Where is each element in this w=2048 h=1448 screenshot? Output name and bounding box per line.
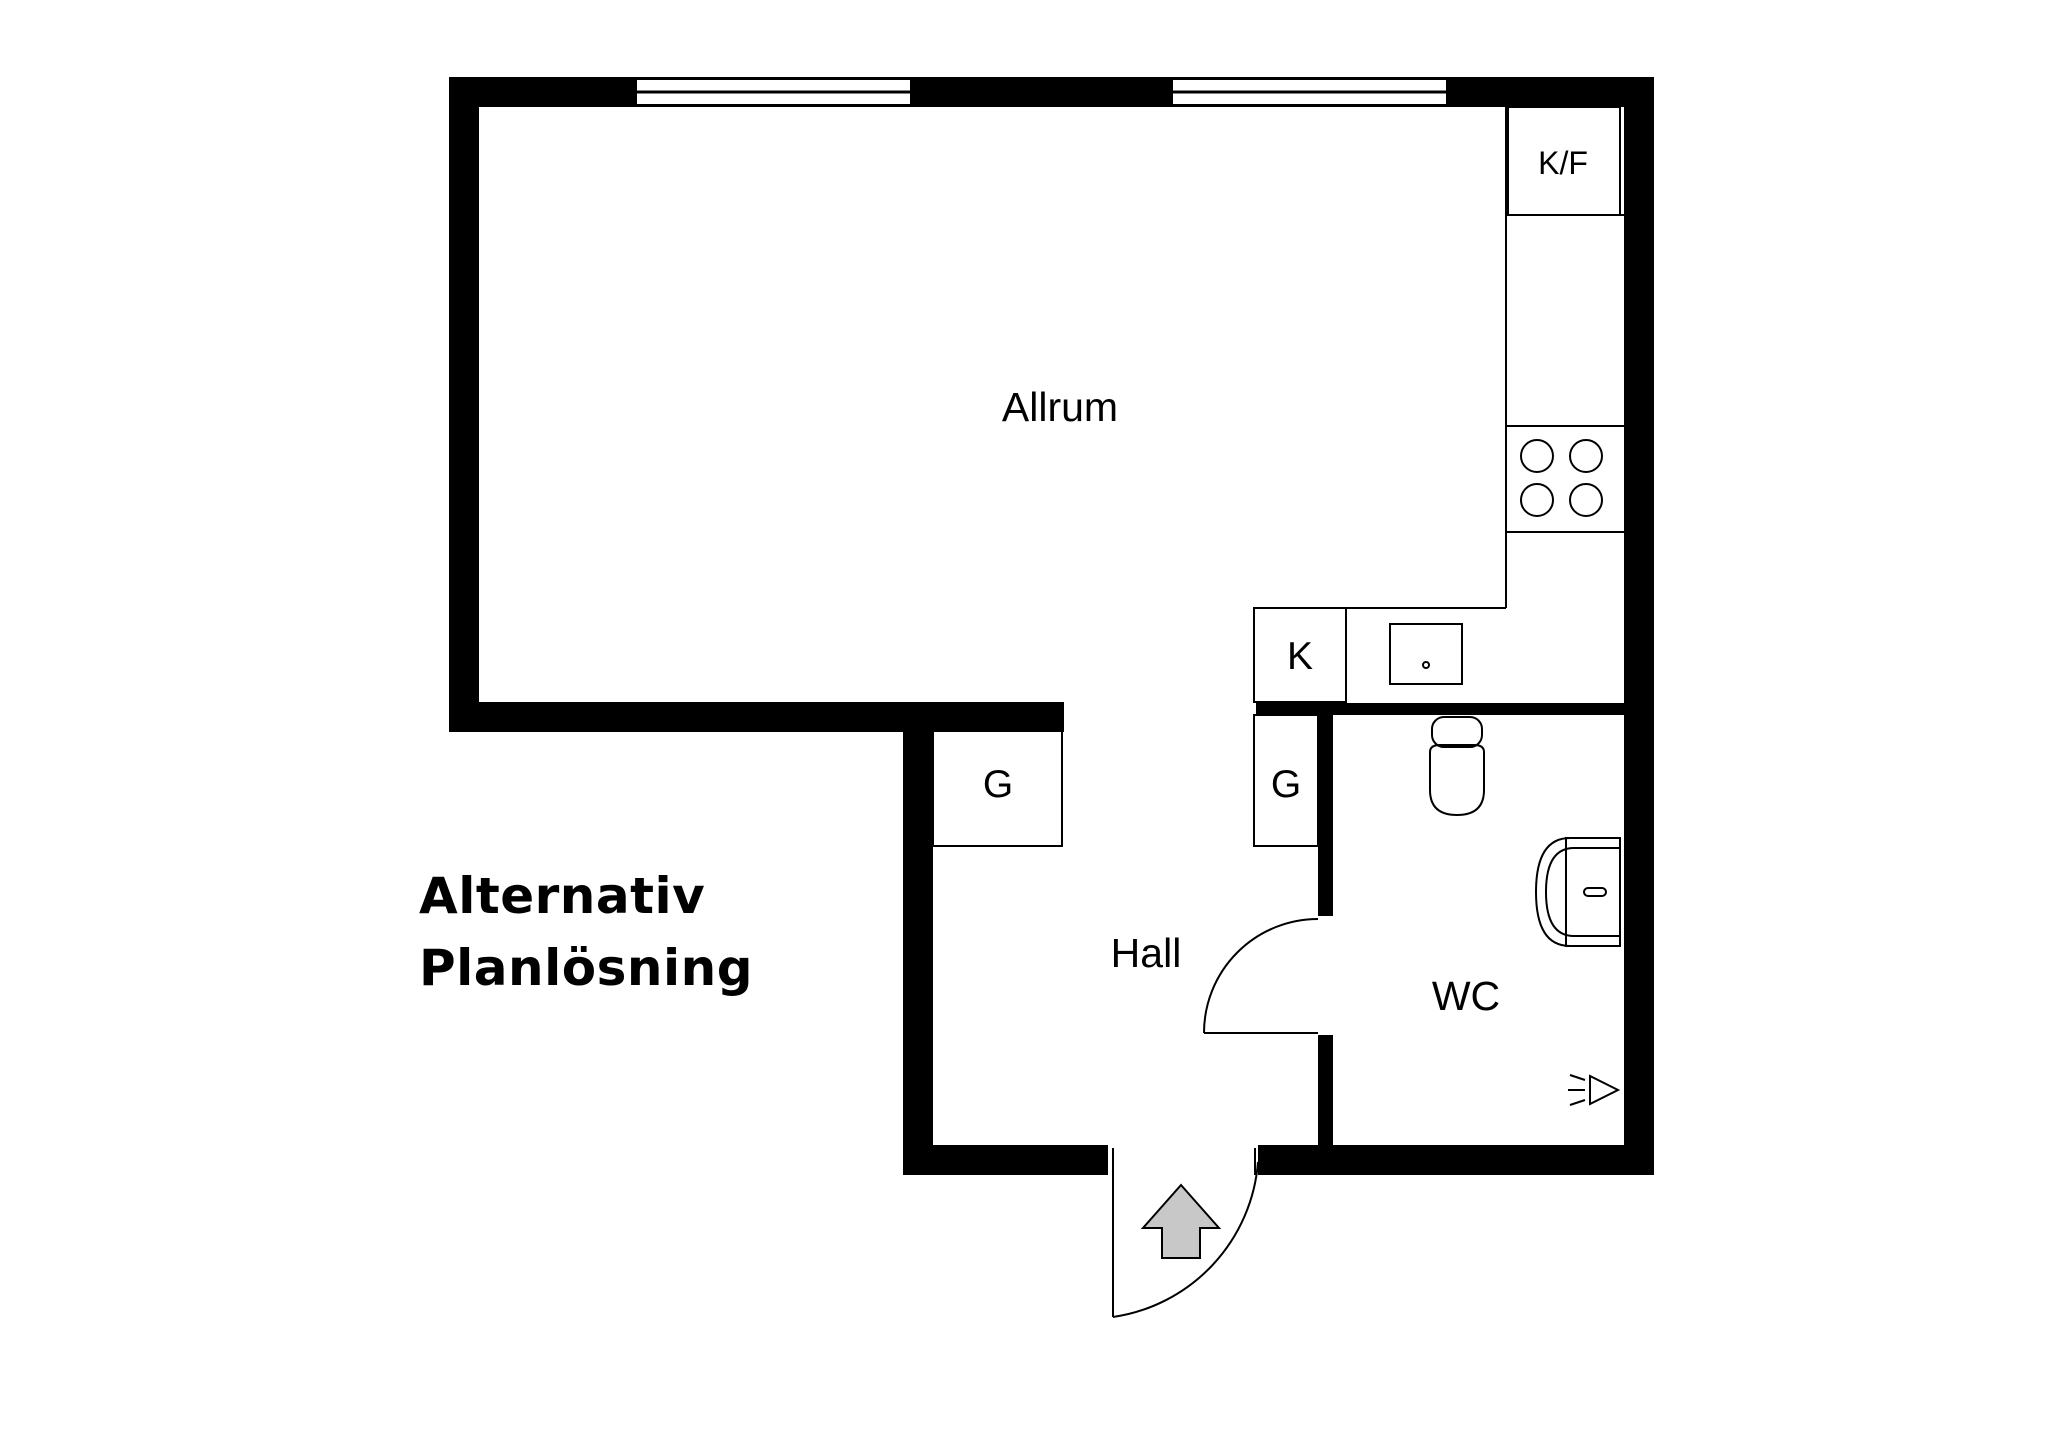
entrance-door	[1112, 1148, 1259, 1318]
windows	[635, 78, 1448, 106]
wall-wc-left-lower	[1318, 1035, 1333, 1147]
wall-wc-left-upper	[1318, 711, 1333, 916]
hall-closet-left-box	[932, 717, 1063, 847]
stove-icon	[1520, 439, 1603, 517]
walls	[449, 77, 1654, 1175]
wall-kitchen-wc	[1256, 703, 1641, 715]
plan-title: Alternativ Planlösning	[419, 860, 753, 1004]
wall-top	[449, 77, 1654, 107]
washbasin-icon	[1534, 837, 1621, 947]
kitchen-closet-label: K	[1287, 635, 1313, 678]
plan-title-line-2: Planlösning	[419, 939, 753, 997]
entrance-arrow-icon	[1140, 1183, 1222, 1259]
kitchen-counter	[1253, 107, 1624, 702]
wc-door	[1203, 918, 1319, 1034]
wall-bottom-right	[1258, 1145, 1654, 1175]
kitchen-closet-box	[1253, 607, 1347, 703]
wall-hall-left	[903, 718, 933, 1175]
hall-closet-right-box	[1253, 714, 1319, 847]
hall-closet-right-label: G	[1271, 763, 1301, 806]
plan-title-line-1: Alternativ	[419, 867, 706, 925]
room-label-hall: Hall	[1111, 930, 1182, 976]
wall-bottom-left	[903, 1145, 1108, 1175]
room-label-allrum: Allrum	[1002, 384, 1118, 430]
wall-right	[1624, 77, 1654, 1175]
fridge-freezer-label: K/F	[1538, 145, 1588, 181]
toilet-icon	[1429, 716, 1485, 817]
hall-closet-left-label: G	[983, 763, 1013, 806]
sink-icon	[1389, 623, 1463, 685]
room-label-wc: WC	[1432, 973, 1500, 1019]
wall-left	[449, 77, 479, 732]
fridge-freezer-box	[1507, 106, 1621, 216]
light-icon	[1568, 1074, 1621, 1106]
